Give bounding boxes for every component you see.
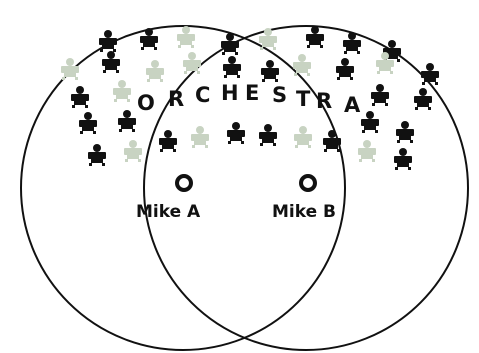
orchestra-letter: O <box>137 91 155 115</box>
orchestra-letter: E <box>245 81 259 105</box>
mike-b-label: Mike B <box>272 202 336 222</box>
seated-musician-with-stand-icon <box>421 63 439 85</box>
seated-musician-with-stand-icon <box>88 144 106 166</box>
seated-musician-with-stand-icon <box>118 110 136 132</box>
seated-musician-with-stand-icon <box>61 58 79 80</box>
seated-musician-with-stand-icon <box>124 140 142 162</box>
seated-musician-with-stand-icon <box>223 56 241 78</box>
seated-musician-with-stand-icon <box>306 26 324 48</box>
seated-musician-with-stand-icon <box>191 126 209 148</box>
orchestra-letter: C <box>195 83 210 107</box>
seated-musician-with-stand-icon <box>358 140 376 162</box>
seated-musician-with-stand-icon <box>261 60 279 82</box>
seated-musician-with-stand-icon <box>396 121 414 143</box>
seated-musician-with-stand-icon <box>113 80 131 102</box>
orchestra-letter: R <box>168 87 184 111</box>
microphone-a-icon <box>177 176 191 190</box>
orchestra-letter: S <box>272 83 287 107</box>
seated-musician-with-stand-icon <box>371 84 389 106</box>
seated-musician-with-stand-icon <box>71 86 89 108</box>
seated-musician-with-stand-icon <box>394 148 412 170</box>
microphone-b: Mike B <box>272 176 336 222</box>
mike-a-label: Mike A <box>136 202 201 222</box>
seated-musician-with-stand-icon <box>414 88 432 110</box>
seated-musician-with-stand-icon <box>79 112 97 134</box>
seated-musician-with-stand-icon <box>227 122 245 144</box>
seated-musician-with-stand-icon <box>221 33 239 55</box>
seated-musician-with-stand-icon <box>183 52 201 74</box>
seated-musician-with-stand-icon <box>177 26 195 48</box>
orchestra-letter: H <box>221 81 239 105</box>
seated-musician-with-stand-icon <box>361 111 379 133</box>
orchestra-label: O R C H E S T R A <box>137 81 361 117</box>
seated-musician-with-stand-icon <box>323 130 341 152</box>
orchestra-letter: T <box>296 87 311 111</box>
seated-musician-with-stand-icon <box>336 58 354 80</box>
seated-musician-with-stand-icon <box>259 124 277 146</box>
seated-musician-with-stand-icon <box>294 126 312 148</box>
seated-musician-with-stand-icon <box>159 130 177 152</box>
orchestra-letter: A <box>344 93 361 117</box>
microphone-a: Mike A <box>136 176 201 222</box>
microphone-b-icon <box>301 176 315 190</box>
seated-musician-with-stand-icon <box>102 51 120 73</box>
orchestra-letter: R <box>316 89 332 113</box>
seated-musician-with-stand-icon <box>146 60 164 82</box>
